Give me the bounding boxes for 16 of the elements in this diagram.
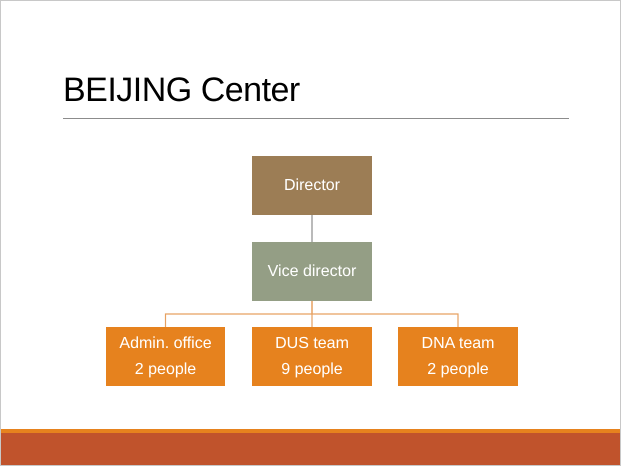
box-title: Director: [284, 176, 340, 194]
box-subtitle: 9 people: [281, 360, 343, 378]
org-box: [252, 327, 372, 386]
box-title: Admin. office: [119, 334, 212, 352]
slide-title: BEIJING Center: [63, 71, 300, 110]
org-box: [106, 327, 225, 386]
box-subtitle: 2 people: [134, 360, 196, 378]
org-box: [252, 156, 372, 215]
org-box: [252, 242, 372, 301]
org-box: [398, 327, 518, 386]
box-subtitle: 2 people: [427, 360, 489, 378]
box-title: Vice director: [268, 262, 356, 280]
connector-line: [311, 215, 313, 242]
box-title: DNA team: [422, 334, 494, 352]
connector-line: [311, 301, 459, 327]
box-title: DUS team: [275, 334, 349, 352]
